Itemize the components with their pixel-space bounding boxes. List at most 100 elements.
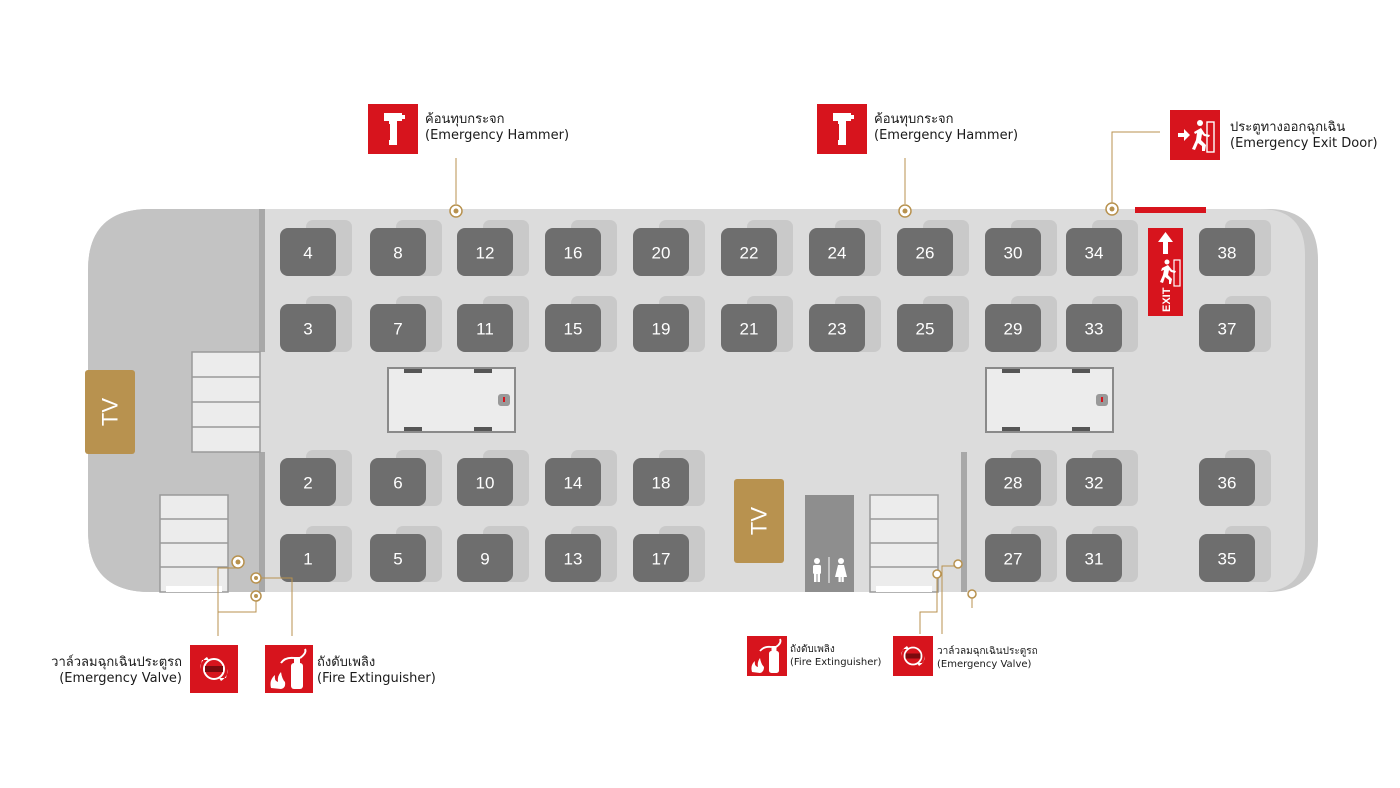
valve-1-label: วาล์วลมฉุกเฉินประตูรถ (Emergency Valve) — [20, 655, 182, 687]
seat-14[interactable]: 14 — [545, 450, 617, 506]
valve-2-label-en: (Emergency Valve) — [937, 659, 1032, 670]
seat-6[interactable]: 6 — [370, 450, 442, 506]
seat-1[interactable]: 1 — [280, 526, 352, 582]
seat-number: 32 — [1085, 474, 1104, 493]
restroom — [805, 495, 854, 592]
seat-32[interactable]: 32 — [1066, 450, 1138, 506]
seat-9[interactable]: 9 — [457, 526, 529, 582]
seat-number: 26 — [916, 244, 935, 263]
emergency-valve-icon — [190, 645, 238, 693]
seat-33[interactable]: 33 — [1066, 296, 1138, 352]
seat-cushion — [985, 534, 1041, 582]
seat-cushion — [809, 228, 865, 276]
seat-23[interactable]: 23 — [809, 296, 881, 352]
seat-cushion — [457, 228, 513, 276]
seat-24[interactable]: 24 — [809, 220, 881, 276]
seat-number: 34 — [1085, 244, 1104, 263]
seat-38[interactable]: 38 — [1199, 220, 1271, 276]
seat-cushion — [1066, 228, 1122, 276]
seat-number: 3 — [303, 320, 312, 339]
seat-number: 10 — [476, 474, 495, 493]
valve-1-label-th: วาล์วลมฉุกเฉินประตูรถ — [51, 655, 182, 670]
seat-number: 36 — [1218, 474, 1237, 493]
seat-12[interactable]: 12 — [457, 220, 529, 276]
seat-30[interactable]: 30 — [985, 220, 1057, 276]
seat-cushion — [721, 228, 777, 276]
seat-cushion — [457, 304, 513, 352]
seat-35[interactable]: 35 — [1199, 526, 1271, 582]
seat-cushion — [280, 304, 336, 352]
seat-cushion — [370, 228, 426, 276]
emergency-hammer-icon — [817, 104, 867, 154]
seat-cushion — [985, 304, 1041, 352]
hammer-1-label-th: ค้อนทุบกระจก — [425, 112, 505, 127]
partition-wall-top — [259, 209, 265, 352]
seat-cushion — [370, 304, 426, 352]
seat-number: 6 — [393, 474, 402, 493]
valve-2-label: วาล์วลมฉุกเฉินประตูรถ (Emergency Valve) — [937, 645, 1038, 671]
seat-2[interactable]: 2 — [280, 450, 352, 506]
seat-number: 22 — [740, 244, 759, 263]
seat-number: 8 — [393, 244, 402, 263]
valve-1-label-en: (Emergency Valve) — [59, 671, 182, 686]
seat-19[interactable]: 19 — [633, 296, 705, 352]
seat-27[interactable]: 27 — [985, 526, 1057, 582]
male-restroom-icon — [813, 558, 821, 582]
seat-26[interactable]: 26 — [897, 220, 969, 276]
seat-29[interactable]: 29 — [985, 296, 1057, 352]
seat-number: 29 — [1004, 320, 1023, 339]
seat-16[interactable]: 16 — [545, 220, 617, 276]
seat-number: 7 — [393, 320, 402, 339]
seat-20[interactable]: 20 — [633, 220, 705, 276]
seat-34[interactable]: 34 — [1066, 220, 1138, 276]
seat-28[interactable]: 28 — [985, 450, 1057, 506]
seat-cushion — [280, 228, 336, 276]
seat-11[interactable]: 11 — [457, 296, 529, 352]
seat-cushion — [370, 534, 426, 582]
extinguisher-2-label: ถังดับเพลิง (Fire Extinguisher) — [790, 643, 881, 669]
seat-cushion — [985, 228, 1041, 276]
seat-number: 37 — [1218, 320, 1237, 339]
seat-cushion — [809, 304, 865, 352]
seat-number: 11 — [476, 320, 494, 339]
seat-cushion — [457, 458, 513, 506]
rear-partition — [961, 452, 967, 592]
seat-8[interactable]: 8 — [370, 220, 442, 276]
seat-number: 4 — [303, 244, 312, 263]
seat-18[interactable]: 18 — [633, 450, 705, 506]
seat-22[interactable]: 22 — [721, 220, 793, 276]
seat-cushion — [370, 458, 426, 506]
seat-number: 5 — [393, 550, 402, 569]
seat-31[interactable]: 31 — [1066, 526, 1138, 582]
seat-37[interactable]: 37 — [1199, 296, 1271, 352]
seat-15[interactable]: 15 — [545, 296, 617, 352]
seat-3[interactable]: 3 — [280, 296, 352, 352]
seat-13[interactable]: 13 — [545, 526, 617, 582]
seat-5[interactable]: 5 — [370, 526, 442, 582]
seat-cushion — [633, 534, 689, 582]
seat-number: 23 — [828, 320, 847, 339]
extinguisher-1-label: ถังดับเพลิง (Fire Extinguisher) — [317, 655, 436, 687]
hammer-1-label: ค้อนทุบกระจก (Emergency Hammer) — [425, 112, 569, 144]
seat-21[interactable]: 21 — [721, 296, 793, 352]
callout-lines — [217, 131, 1160, 636]
seat-cushion — [545, 458, 601, 506]
seat-17[interactable]: 17 — [633, 526, 705, 582]
seat-25[interactable]: 25 — [897, 296, 969, 352]
seat-cushion — [633, 304, 689, 352]
seat-7[interactable]: 7 — [370, 296, 442, 352]
seat-4[interactable]: 4 — [280, 220, 352, 276]
seat-number: 35 — [1218, 550, 1237, 569]
seat-number: 30 — [1004, 244, 1023, 263]
tv-front: TV — [85, 370, 135, 454]
seat-36[interactable]: 36 — [1199, 450, 1271, 506]
seat-number: 18 — [652, 474, 671, 493]
seat-10[interactable]: 10 — [457, 450, 529, 506]
hammer-2-label-th: ค้อนทุบกระจก — [874, 112, 954, 127]
seat-number: 12 — [476, 244, 495, 263]
seat-number: 31 — [1085, 550, 1104, 569]
seat-number: 14 — [564, 474, 583, 493]
seat-number: 28 — [1004, 474, 1023, 493]
seat-cushion — [897, 228, 953, 276]
partition-wall-bottom — [259, 452, 265, 592]
